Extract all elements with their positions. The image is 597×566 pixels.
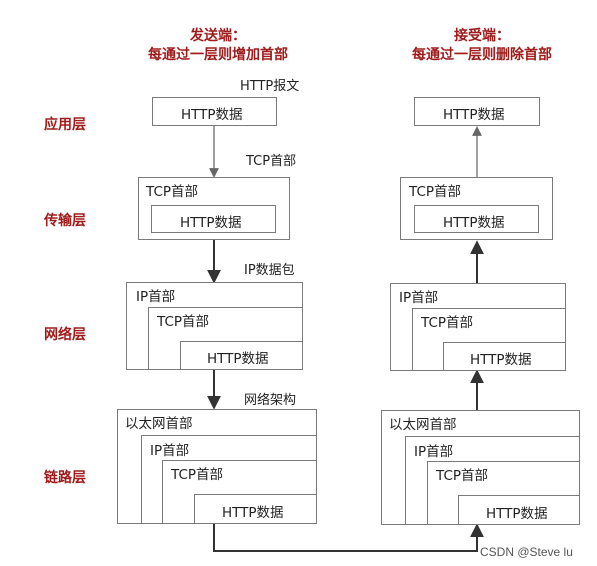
receiver-title-line1: 接受端：	[454, 28, 510, 44]
receiver-link-http-text: HTTP数据	[486, 506, 548, 522]
receiver-app-http-text: HTTP数据	[443, 107, 505, 123]
receiver-network-http-box	[443, 342, 566, 371]
receiver-transport-http-box	[414, 205, 539, 233]
sender-transport-http-box	[151, 205, 276, 233]
sender-network-ip-text: IP首部	[136, 289, 176, 305]
annotation-tcp-header: TCP首部	[246, 154, 297, 169]
annotation-ip-packet: IP数据包	[244, 263, 295, 278]
receiver-network-tcp-text: TCP首部	[421, 315, 474, 331]
sender-link-tcp-text: TCP首部	[171, 467, 224, 483]
sender-link-ethernet-text: 以太网首部	[125, 416, 193, 432]
sender-title: 发送端： 每通过一层则增加首部	[128, 27, 308, 65]
layer-label-network: 网络层	[44, 327, 86, 343]
sender-transport-tcp-text: TCP首部	[146, 184, 199, 200]
link-connector	[213, 523, 484, 552]
receiver-network-http-text: HTTP数据	[470, 352, 532, 368]
receiver-link-http-box	[458, 495, 580, 525]
receiver-link-ip-text: IP首部	[414, 444, 454, 460]
sender-link-http-box	[194, 494, 317, 524]
sender-network-http-box	[180, 341, 303, 370]
annotation-network-frame: 网络架构	[244, 393, 297, 408]
layer-label-transport: 传输层	[44, 213, 86, 229]
layer-label-application: 应用层	[44, 117, 86, 133]
receiver-transport-tcp-text: TCP首部	[409, 184, 462, 200]
sender-link-ip-text: IP首部	[150, 443, 190, 459]
sender-app-http-box	[152, 97, 277, 126]
sender-network-tcp-text: TCP首部	[157, 314, 210, 330]
sender-network-http-text: HTTP数据	[207, 351, 269, 367]
sender-title-line2: 每通过一层则增加首部	[148, 47, 288, 63]
receiver-app-http-box	[414, 97, 540, 126]
sender-transport-http-text: HTTP数据	[180, 215, 242, 231]
sender-app-http-text: HTTP数据	[181, 107, 243, 123]
layer-label-link: 链路层	[44, 470, 86, 486]
receiver-network-ip-text: IP首部	[399, 290, 439, 306]
receiver-title: 接受端： 每通过一层则删除首部	[392, 27, 572, 65]
sender-link-http-text: HTTP数据	[222, 505, 284, 521]
receiver-transport-http-text: HTTP数据	[443, 215, 505, 231]
annotation-http-message: HTTP报文	[240, 79, 300, 94]
receiver-link-ethernet-text: 以太网首部	[389, 417, 457, 433]
csdn-watermark: CSDN @Steve lu	[480, 545, 573, 559]
receiver-link-tcp-text: TCP首部	[436, 468, 489, 484]
receiver-title-line2: 每通过一层则删除首部	[412, 47, 552, 63]
sender-title-line1: 发送端：	[190, 28, 246, 44]
